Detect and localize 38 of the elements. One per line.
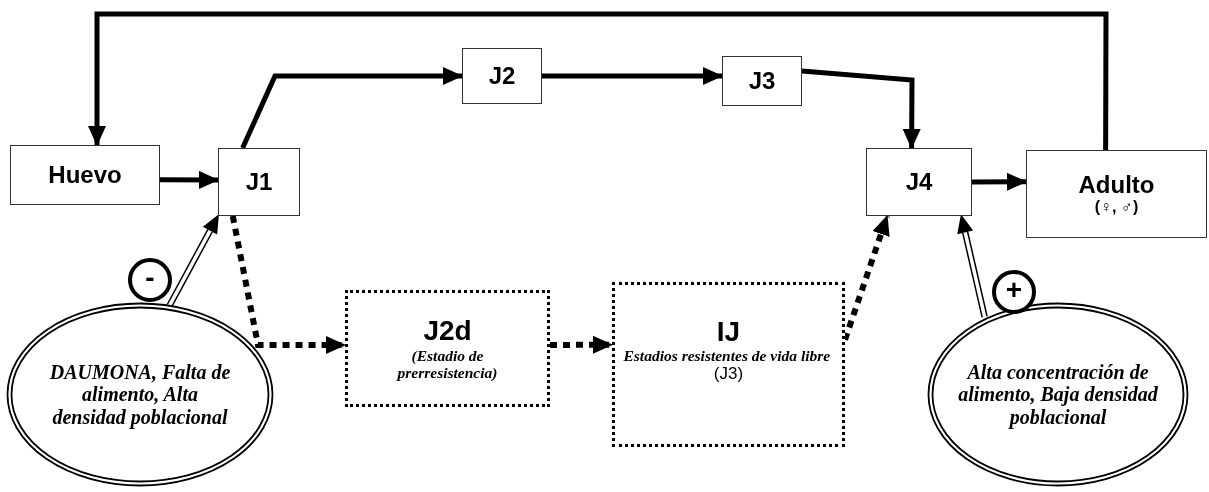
- sign-circle: [128, 258, 172, 302]
- stage-label: J3: [748, 67, 776, 95]
- stage-description: Estadios resistentes de vida libre: [623, 347, 832, 365]
- stage-box: [218, 148, 300, 216]
- stage-box: [866, 148, 972, 216]
- arrow: [88, 11, 1109, 150]
- stage-label: Huevo: [48, 161, 122, 189]
- stage-description: (Estadio de prerresistencia): [395, 346, 499, 382]
- sex-symbols: (♀, ♂): [1094, 198, 1139, 217]
- condition-text: Alta concentración de alimento, Baja densidad poblacional: [957, 360, 1159, 429]
- stage-label: J2: [488, 62, 516, 90]
- stage-note: (J3): [713, 364, 744, 384]
- sign-symbol: +: [1005, 274, 1023, 306]
- stage-label: IJ: [716, 315, 741, 347]
- stage-label: J4: [905, 168, 933, 196]
- arrow: [957, 215, 988, 319]
- arrow: [972, 172, 1027, 191]
- stage-box: [1026, 150, 1207, 238]
- dotted-stage-box: [345, 290, 550, 407]
- stage-label: J1: [245, 168, 273, 196]
- stage-label: Adulto: [1078, 171, 1155, 199]
- sign-symbol: -: [145, 262, 155, 294]
- dotted-stage-box: [612, 282, 845, 447]
- arrow: [229, 215, 346, 354]
- arrow: [550, 335, 613, 354]
- arrow: [801, 68, 921, 149]
- stage-box: [10, 145, 160, 205]
- arrow: [542, 67, 723, 85]
- stage-label: J2d: [423, 315, 472, 347]
- arrow: [240, 67, 463, 150]
- stage-box: [722, 56, 802, 106]
- arrow: [160, 170, 219, 189]
- sign-circle: [992, 270, 1036, 314]
- condition-ellipse: [927, 302, 1189, 487]
- condition-ellipse: [6, 302, 274, 487]
- arrow: [166, 215, 219, 308]
- stage-box: [462, 48, 542, 104]
- condition-text: DAUMONA, Falta de alimento, Alta densidad poblacional: [48, 360, 232, 429]
